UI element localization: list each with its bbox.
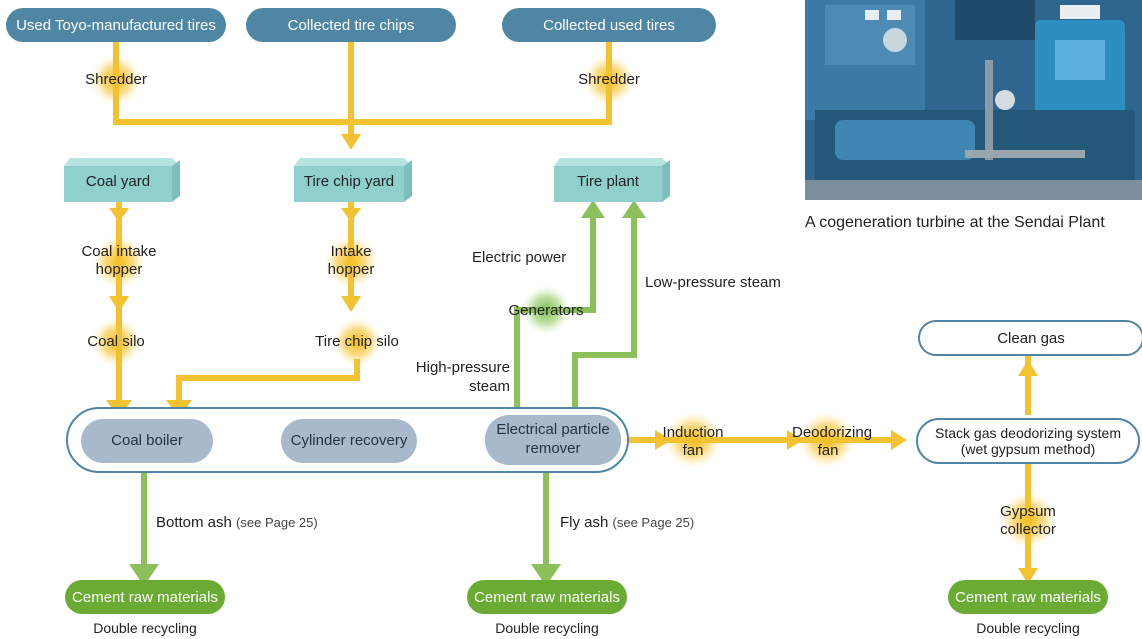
low-pressure-steam-label: Low-pressure steam [645, 274, 781, 291]
stack-gas-line2: (wet gypsum method) [960, 441, 1096, 457]
coal-yard-box [64, 158, 180, 202]
shredder-right: Shredder [578, 71, 640, 88]
stack-gas-line1: Stack gas deodorizing system [935, 424, 1121, 441]
high-pressure-steam-label: High-pressure steam [415, 359, 510, 395]
bottom-ash-page-ref: (see Page 25) [236, 515, 318, 530]
source-used-toyo-tires: Used Toyo-manufactured tires [6, 8, 226, 42]
stack-gas-deodorizing-system: Stack gas deodorizing system (wet gypsum… [916, 418, 1140, 464]
electric-power-label: Electric power [472, 249, 567, 266]
clean-gas: Clean gas [918, 320, 1142, 356]
coal-yard-label: Coal yard [85, 173, 151, 190]
deodorizing-fan: Deodorizing fan [792, 424, 873, 459]
fly-ash-page-ref: (see Page 25) [612, 515, 695, 530]
green-flow-lines [141, 211, 637, 569]
tire-plant-label: Tire plant [577, 173, 639, 190]
cement-raw-materials-left: Cement raw materials [65, 580, 225, 614]
shredder-left: Shredder [85, 71, 147, 88]
double-recycling-left: Double recycling [93, 620, 197, 636]
coal-boiler: Coal boiler [81, 419, 213, 463]
tire-chip-yard-label: Tire chip yard [303, 173, 395, 190]
cement-raw-materials-right: Cement raw materials [948, 580, 1108, 614]
double-recycling-right: Double recycling [976, 620, 1080, 636]
clean-gas-label: Clean gas [997, 329, 1065, 347]
fly-ash-label: Fly ash (see Page 25) [560, 514, 694, 532]
electrical-particle-remover: Electrical particle remover [485, 415, 621, 465]
bottom-ash-text: Bottom ash [156, 514, 232, 531]
double-recycling-middle: Double recycling [495, 620, 599, 636]
cogeneration-turbine-photo [805, 0, 1142, 200]
turbine-illustration [805, 0, 1142, 200]
tire-plant-box [554, 158, 670, 202]
photo-caption: A cogeneration turbine at the Sendai Pla… [805, 214, 1105, 231]
cement-raw-materials-middle: Cement raw materials [467, 580, 627, 614]
coal-silo: Coal silo [87, 333, 145, 350]
tire-chip-silo: Tire chip silo [315, 333, 399, 350]
intake-hopper: Intake hopper [327, 243, 375, 278]
source-collected-tire-chips: Collected tire chips [246, 8, 456, 42]
green-arrowheads [129, 200, 646, 586]
source-collected-used-tires: Collected used tires [502, 8, 716, 42]
tire-chip-yard-box [294, 158, 412, 202]
cylinder-recovery: Cylinder recovery [281, 419, 417, 463]
gypsum-collector: Gypsum collector [1000, 503, 1056, 538]
coal-intake-hopper: Coal intake hopper [81, 243, 157, 278]
fly-ash-text: Fly ash [560, 514, 609, 531]
generators: Generators [508, 302, 584, 319]
induction-fan: Induction fan [662, 424, 724, 459]
bottom-ash-label: Bottom ash (see Page 25) [156, 514, 318, 532]
